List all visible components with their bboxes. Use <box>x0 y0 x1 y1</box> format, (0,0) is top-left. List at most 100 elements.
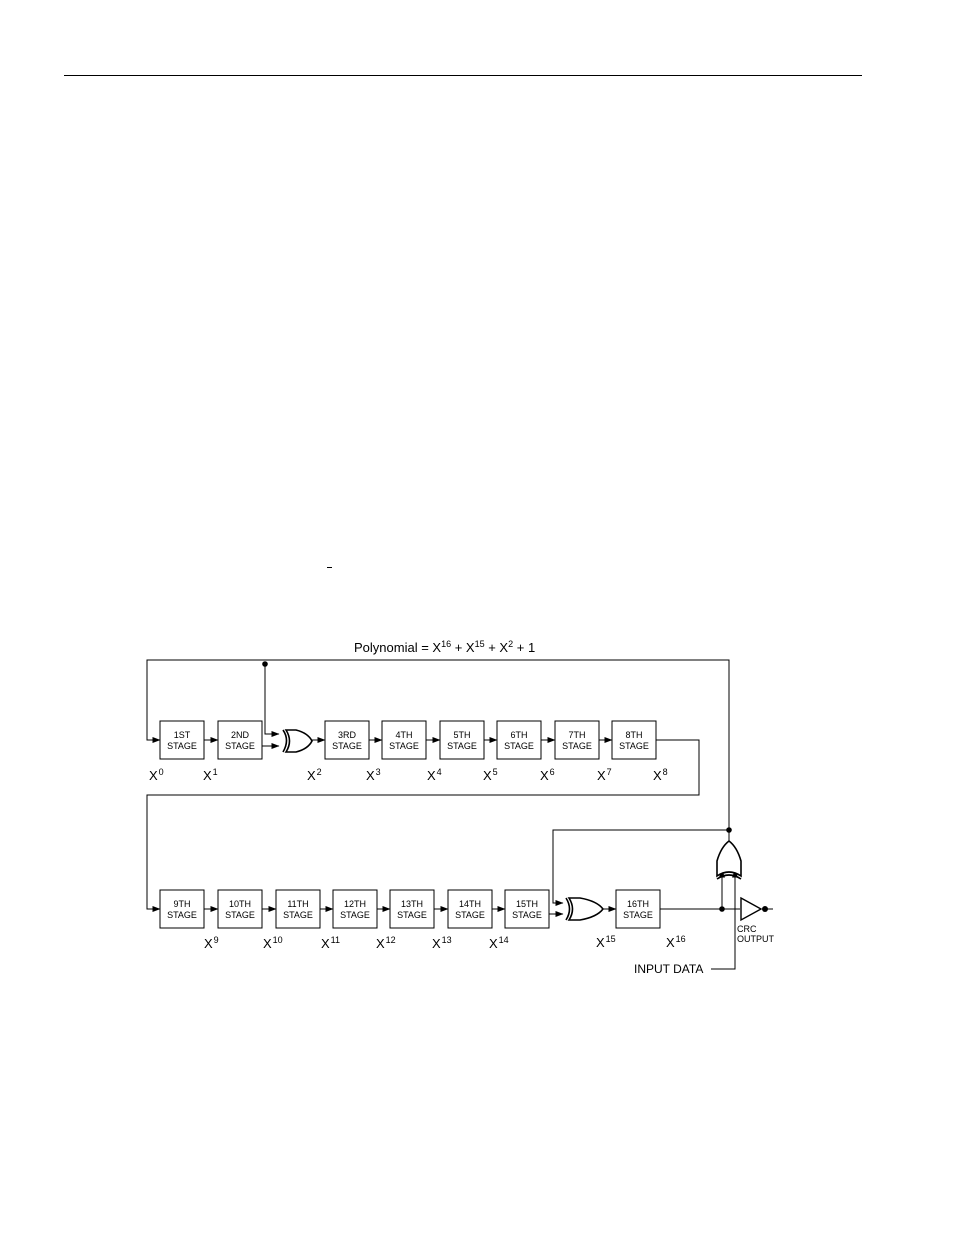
power-exponent: 5 <box>493 767 498 777</box>
stage-box-14: 14THSTAGE <box>448 890 492 928</box>
power-exponent: 2 <box>317 767 322 777</box>
power-exponent: 10 <box>273 935 283 945</box>
power-label-x13: X13 <box>432 935 452 951</box>
power-base: X <box>263 936 272 951</box>
power-base: X <box>149 768 158 783</box>
power-label-x0: X0 <box>149 767 164 783</box>
power-label-x9: X9 <box>204 935 219 951</box>
power-exponent: 13 <box>442 935 452 945</box>
power-label-x14: X14 <box>489 935 509 951</box>
stage-word: STAGE <box>397 910 427 920</box>
stage-ordinal: 8TH <box>625 730 642 740</box>
xor-gate-x2 <box>283 730 312 752</box>
power-label-x2: X2 <box>307 767 322 783</box>
power-exponent: 12 <box>386 935 396 945</box>
power-exponent: 6 <box>550 767 555 777</box>
power-exponent: 8 <box>663 767 668 777</box>
power-label-x16: X16 <box>666 934 686 950</box>
stage-ordinal: 15TH <box>516 899 538 909</box>
power-label-x5: X5 <box>483 767 498 783</box>
power-base: X <box>376 936 385 951</box>
stage-box-2: 2NDSTAGE <box>218 721 262 759</box>
output-buffer <box>741 898 768 920</box>
stage-ordinal: 12TH <box>344 899 366 909</box>
stage-ordinal: 11TH <box>287 899 308 909</box>
power-exponent: 14 <box>499 935 509 945</box>
junction-dot <box>262 661 268 667</box>
stage-word: STAGE <box>167 741 197 751</box>
power-exponent: 9 <box>214 935 219 945</box>
power-base: X <box>427 768 436 783</box>
stage-word: STAGE <box>283 910 313 920</box>
power-exponent: 1 <box>213 767 218 777</box>
power-base: X <box>203 768 212 783</box>
stage-word: STAGE <box>340 910 370 920</box>
power-label-x10: X10 <box>263 935 283 951</box>
junction-dot <box>719 906 725 912</box>
power-exponent: 11 <box>331 935 340 945</box>
stage-ordinal: 16TH <box>627 899 649 909</box>
power-exponent: 0 <box>159 767 164 777</box>
input-data-wire <box>711 870 735 969</box>
power-label-x6: X6 <box>540 767 555 783</box>
power-base: X <box>321 936 330 951</box>
stage-ordinal: 4TH <box>395 730 412 740</box>
stage-word: STAGE <box>455 910 485 920</box>
stage-word: STAGE <box>562 741 592 751</box>
stage-ordinal: 14TH <box>459 899 481 909</box>
power-base: X <box>432 936 441 951</box>
stage-box-8: 8THSTAGE <box>612 721 656 759</box>
stage-ordinal: 7TH <box>568 730 585 740</box>
power-label-x1: X1 <box>203 767 218 783</box>
power-label-x4: X4 <box>427 767 442 783</box>
stage-word: STAGE <box>447 741 477 751</box>
power-label-x8: X8 <box>653 767 668 783</box>
power-label-x11: X11 <box>321 935 340 951</box>
feedback-tap-xor2 <box>265 664 279 734</box>
output-pin <box>762 906 768 912</box>
xor-gate-x15 <box>566 898 603 920</box>
polynomial-title: Polynomial = X16 + X15 + X2 + 1 <box>354 639 535 655</box>
power-base: X <box>307 768 316 783</box>
stage-word: STAGE <box>619 741 649 751</box>
stage-ordinal: 2ND <box>231 730 250 740</box>
power-exponent: 4 <box>437 767 442 777</box>
stage-ordinal: 5TH <box>453 730 470 740</box>
power-label-x12: X12 <box>376 935 396 951</box>
stage-ordinal: 9TH <box>173 899 190 909</box>
stage-word: STAGE <box>167 910 197 920</box>
stage-ordinal: 13TH <box>401 899 423 909</box>
xor-gate-output <box>717 841 741 879</box>
stage-boxes: 1STSTAGE2NDSTAGE3RDSTAGE4THSTAGE5THSTAGE… <box>160 721 660 928</box>
stage-ordinal: 1ST <box>174 730 191 740</box>
power-base: X <box>653 768 662 783</box>
wrap-s8-s9 <box>147 740 699 909</box>
power-base: X <box>483 768 492 783</box>
power-exponent: 3 <box>376 767 381 777</box>
stage-word: STAGE <box>332 741 362 751</box>
power-base: X <box>540 768 549 783</box>
stage-box-5: 5THSTAGE <box>440 721 484 759</box>
junctions <box>262 661 732 912</box>
power-base: X <box>596 935 605 950</box>
power-base: X <box>204 936 213 951</box>
crc-output-label-line2: OUTPUT <box>737 934 775 944</box>
power-base: X <box>489 936 498 951</box>
stage-ordinal: 6TH <box>510 730 527 740</box>
stage-word: STAGE <box>623 910 653 920</box>
stage-word: STAGE <box>504 741 534 751</box>
power-exponent: 16 <box>676 934 686 944</box>
power-base: X <box>597 768 606 783</box>
power-label-x3: X3 <box>366 767 381 783</box>
stage-ordinal: 3RD <box>338 730 357 740</box>
power-exponent: 15 <box>606 934 616 944</box>
